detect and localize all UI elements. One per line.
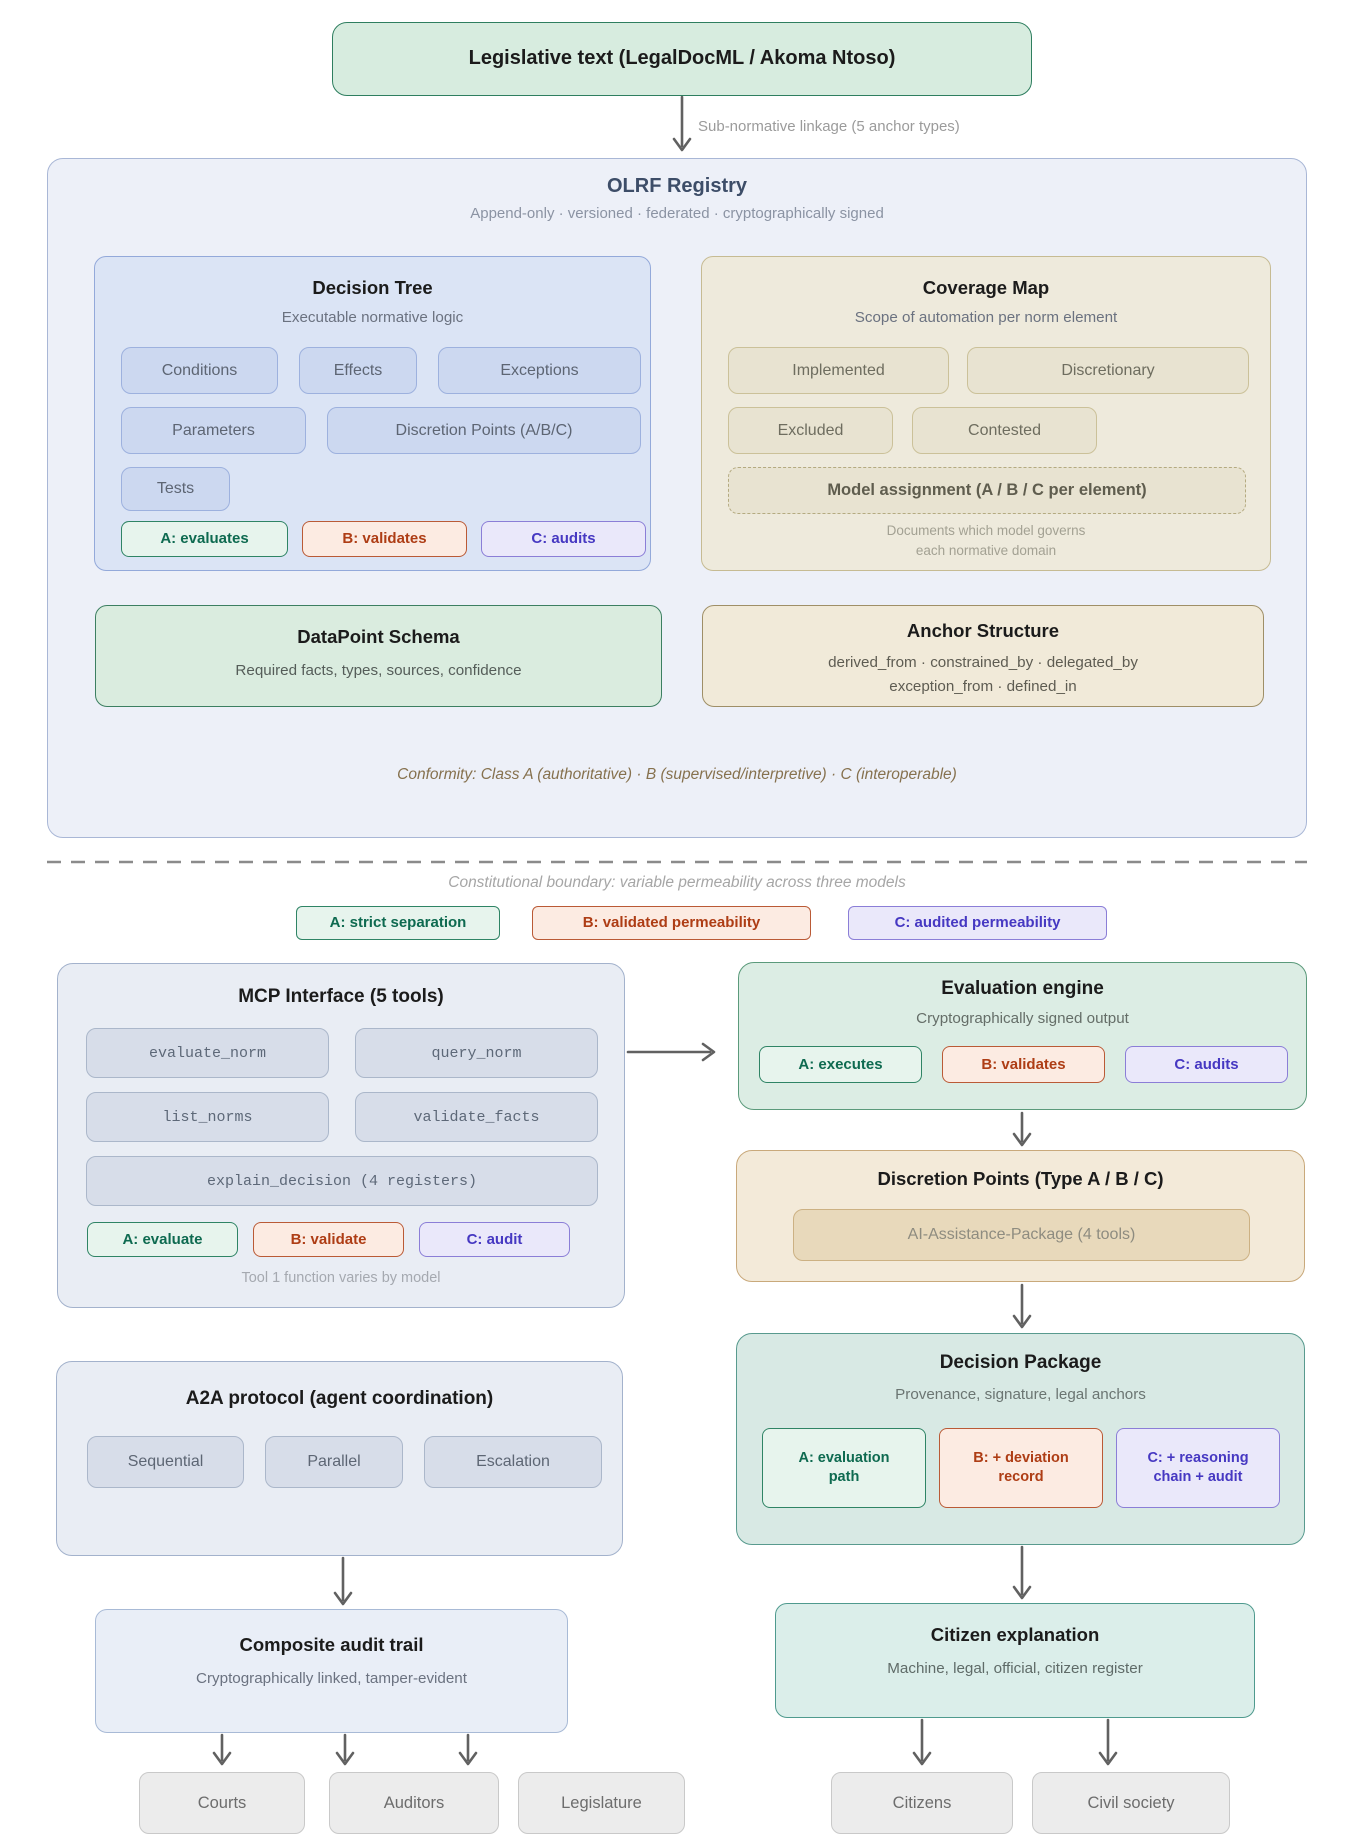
anchor-structure-title: Anchor Structure: [906, 620, 1060, 641]
tool-explain-decision: explain_decision (4 registers): [86, 1156, 598, 1206]
badge-b-validates: B: validates: [302, 521, 467, 557]
anchor-structure-box: Anchor Structure derived_from · constrai…: [702, 605, 1264, 707]
chip-sequential: Sequential: [87, 1436, 244, 1488]
tool-validate-facts: validate_facts: [355, 1092, 598, 1142]
citizen-explanation-subtitle: Machine, legal, official, citizen regist…: [887, 1660, 1143, 1677]
chip-discretion-points: Discretion Points (A/B/C): [327, 407, 641, 454]
coverage-map-box: Coverage Map Scope of automation per nor…: [701, 256, 1271, 571]
audit-trail-subtitle: Cryptographically linked, tamper-evident: [196, 1670, 467, 1687]
arrow-engine-to-discretion: [1012, 1111, 1032, 1147]
coverage-map-title: Coverage Map: [922, 277, 1050, 298]
coverage-map-subtitle: Scope of automation per norm element: [854, 309, 1118, 326]
chip-parallel: Parallel: [265, 1436, 403, 1488]
datapoint-schema-subtitle: Required facts, types, sources, confiden…: [235, 662, 522, 679]
audit-trail-title: Composite audit trail: [239, 1634, 424, 1655]
tool-evaluate-norm: evaluate_norm: [86, 1028, 329, 1078]
discretion-points-title: Discretion Points (Type A / B / C): [877, 1168, 1164, 1189]
a2a-protocol-box: A2A protocol (agent coordination) Sequen…: [56, 1361, 623, 1556]
arrow-audit-to-auditors: [335, 1733, 355, 1766]
mcp-interface-box: MCP Interface (5 tools) evaluate_norm qu…: [57, 963, 625, 1308]
decision-package-subtitle: Provenance, signature, legal anchors: [895, 1386, 1146, 1403]
arrow-audit-to-legislature: [458, 1733, 478, 1766]
chip-model-assignment: Model assignment (A / B / C per element): [728, 467, 1246, 514]
badge-a-evaluates: A: evaluates: [121, 521, 288, 557]
chip-effects: Effects: [299, 347, 417, 394]
arrow-legislative-to-olrf: [672, 95, 692, 152]
mcp-title: MCP Interface (5 tools): [238, 986, 444, 1007]
arrow-mcp-to-engine: [626, 1042, 716, 1062]
legislative-text-label: Legislative text (LegalDocML / Akoma Nto…: [468, 47, 896, 69]
arrow-audit-to-courts: [212, 1733, 232, 1766]
badge-a-evaluation-path: A: evaluation path: [762, 1428, 926, 1508]
conformity-note: Conformity: Class A (authoritative) · B …: [397, 766, 957, 783]
chip-tests: Tests: [121, 467, 230, 511]
chip-conditions: Conditions: [121, 347, 278, 394]
tool-list-norms: list_norms: [86, 1092, 329, 1142]
decision-package-title: Decision Package: [939, 1352, 1102, 1373]
chip-parameters: Parameters: [121, 407, 306, 454]
coverage-map-note-line2: each normative domain: [915, 543, 1057, 558]
badge-b-validate: B: validate: [253, 1222, 404, 1257]
badge-c-audits-engine: C: audits: [1125, 1046, 1288, 1083]
decision-tree-subtitle: Executable normative logic: [281, 309, 464, 326]
badge-b-validates-engine: B: validates: [942, 1046, 1105, 1083]
tool-query-norm: query_norm: [355, 1028, 598, 1078]
stakeholder-courts: Courts: [139, 1772, 305, 1834]
chip-ai-assistance-package: AI-Assistance-Package (4 tools): [793, 1209, 1250, 1261]
decision-tree-box: Decision Tree Executable normative logic…: [94, 256, 651, 571]
anchor-structure-subtitle-line1: derived_from · constrained_by · delegate…: [828, 654, 1138, 671]
stakeholder-auditors: Auditors: [329, 1772, 499, 1834]
evaluation-engine-box: Evaluation engine Cryptographically sign…: [738, 962, 1307, 1110]
badge-audited-permeability: C: audited permeability: [848, 906, 1107, 940]
composite-audit-trail-box: Composite audit trail Cryptographically …: [95, 1609, 568, 1733]
citizen-explanation-box: Citizen explanation Machine, legal, offi…: [775, 1603, 1255, 1718]
chip-excluded: Excluded: [728, 407, 893, 454]
olrf-subtitle: Append-only · versioned · federated · cr…: [470, 205, 884, 222]
badge-c-audits: C: audits: [481, 521, 646, 557]
discretion-points-box: Discretion Points (Type A / B / C) AI-As…: [736, 1150, 1305, 1282]
arrow-discretion-to-package: [1012, 1283, 1032, 1329]
badge-validated-permeability: B: validated permeability: [532, 906, 811, 940]
constitutional-boundary-label: Constitutional boundary: variable permea…: [448, 874, 906, 891]
decision-package-box: Decision Package Provenance, signature, …: [736, 1333, 1305, 1545]
olrf-title: OLRF Registry: [606, 175, 748, 197]
stakeholder-citizens: Citizens: [831, 1772, 1013, 1834]
citizen-explanation-title: Citizen explanation: [930, 1624, 1100, 1645]
chip-discretionary: Discretionary: [967, 347, 1249, 394]
sub-normative-linkage-label: Sub-normative linkage (5 anchor types): [698, 118, 960, 135]
chip-exceptions: Exceptions: [438, 347, 641, 394]
stakeholder-civil-society: Civil society: [1032, 1772, 1230, 1834]
mcp-footnote: Tool 1 function varies by model: [241, 1270, 441, 1286]
badge-a-executes: A: executes: [759, 1046, 922, 1083]
arrow-package-to-citizen: [1012, 1545, 1032, 1600]
anchor-structure-subtitle-line2: exception_from · defined_in: [889, 678, 1077, 695]
badge-strict-separation: A: strict separation: [296, 906, 500, 940]
chip-contested: Contested: [912, 407, 1097, 454]
arrow-citizen-to-civil-society: [1098, 1718, 1118, 1766]
badge-b-deviation-record: B: + deviation record: [939, 1428, 1103, 1508]
arrow-citizen-to-citizens: [912, 1718, 932, 1766]
badge-c-reasoning-chain: C: + reasoning chain + audit: [1116, 1428, 1280, 1508]
evaluation-engine-subtitle: Cryptographically signed output: [916, 1010, 1129, 1027]
datapoint-schema-box: DataPoint Schema Required facts, types, …: [95, 605, 662, 707]
datapoint-schema-title: DataPoint Schema: [297, 626, 460, 647]
chip-escalation: Escalation: [424, 1436, 602, 1488]
badge-a-evaluate: A: evaluate: [87, 1222, 238, 1257]
a2a-title: A2A protocol (agent coordination): [185, 1388, 494, 1409]
badge-c-audit: C: audit: [419, 1222, 570, 1257]
arrow-a2a-to-audit: [333, 1556, 353, 1606]
stakeholder-legislature: Legislature: [518, 1772, 685, 1834]
decision-tree-title: Decision Tree: [312, 277, 433, 298]
coverage-map-note-line1: Documents which model governs: [886, 523, 1086, 538]
olrf-registry-container: OLRF Registry Append-only · versioned · …: [47, 158, 1307, 838]
legislative-text-box: Legislative text (LegalDocML / Akoma Nto…: [332, 22, 1032, 96]
evaluation-engine-title: Evaluation engine: [941, 978, 1104, 999]
chip-implemented: Implemented: [728, 347, 949, 394]
